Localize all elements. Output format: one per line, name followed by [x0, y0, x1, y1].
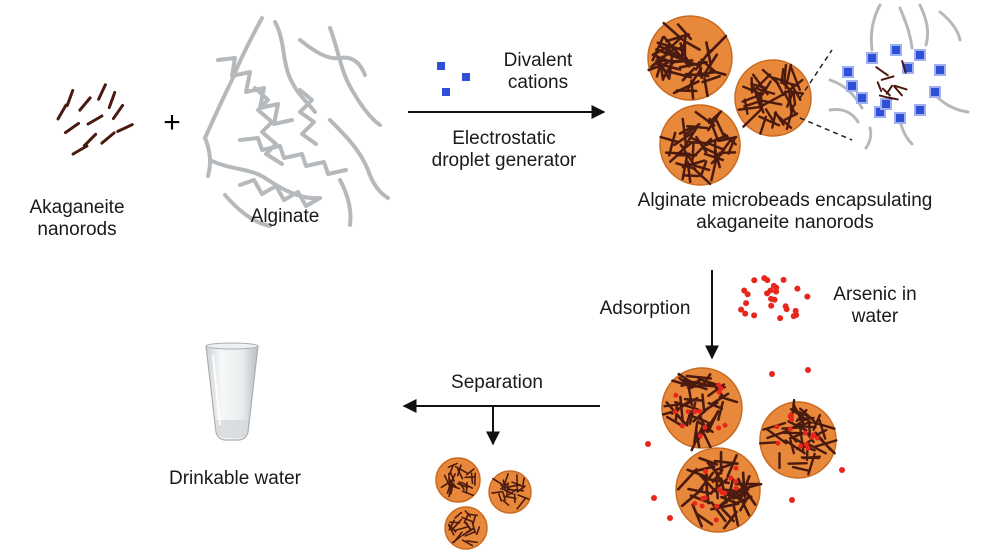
akaganeite-nanorods-icon: [56, 83, 134, 156]
separated-beads-icon: [435, 457, 532, 550]
divalent-cations-icon: [437, 62, 470, 96]
arsenic-dots-icon: [738, 275, 811, 322]
drinkable-water-label: Drinkable water: [169, 468, 301, 489]
bead-zoom-inset-icon: [799, 3, 970, 150]
adsorption-label: Adsorption: [599, 298, 691, 319]
glass-of-water-icon: [205, 342, 259, 441]
separation-label: Separation: [451, 372, 543, 393]
beads-with-arsenic-icon: [645, 367, 845, 533]
alginate-network-icon: [203, 16, 390, 228]
alginate-microbeads-icon: [647, 15, 812, 186]
alginate-label: Alginate: [250, 206, 320, 227]
plus-sign: +: [163, 106, 181, 139]
